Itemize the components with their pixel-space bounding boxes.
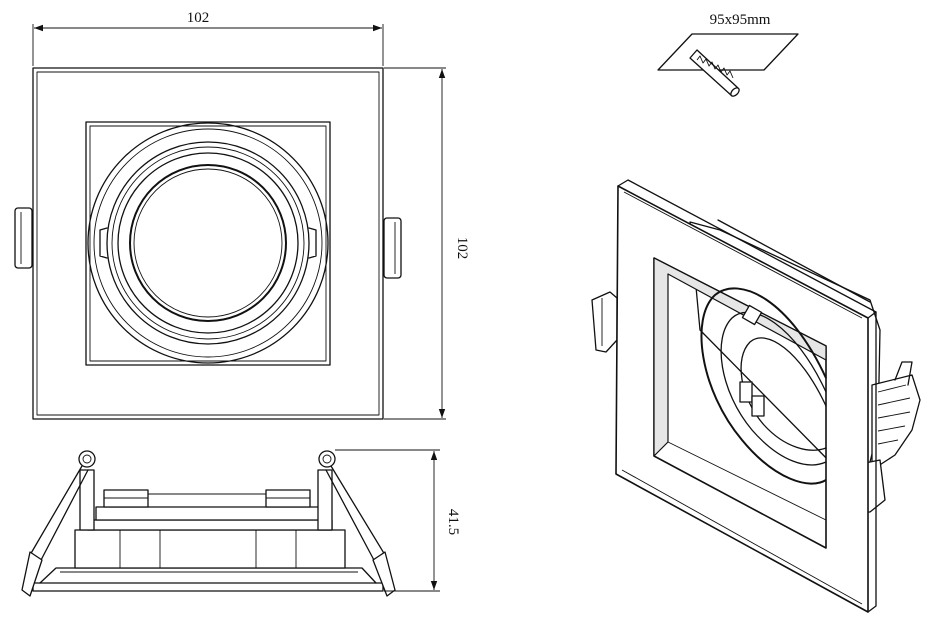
depth-dimension: 41.5 [335, 449, 461, 592]
right-spring [317, 450, 396, 597]
width-dimension-label: 102 [187, 10, 210, 26]
right-clip [383, 217, 402, 279]
width-dimension: 102 [32, 10, 384, 66]
left-clip [14, 207, 33, 269]
height-dimension-label: 102 [454, 237, 470, 260]
cutout-label: 95x95mm [710, 12, 771, 28]
depth-dimension-label: 41.5 [445, 509, 461, 535]
gimbal-rings [87, 122, 329, 364]
perspective-gimbal [700, 287, 827, 485]
side-body [74, 529, 346, 569]
side-flange [32, 582, 384, 592]
side-view: 41.5 [21, 449, 461, 597]
top-view: 102 [14, 10, 470, 420]
perspective-view [591, 179, 921, 613]
left-spring [21, 450, 96, 597]
outer-frame [32, 67, 384, 420]
inner-opening [85, 121, 331, 366]
perspective-clip-left [591, 291, 618, 353]
height-dimension: 102 [384, 67, 470, 420]
cutout-symbol: 95x95mm [657, 12, 799, 97]
